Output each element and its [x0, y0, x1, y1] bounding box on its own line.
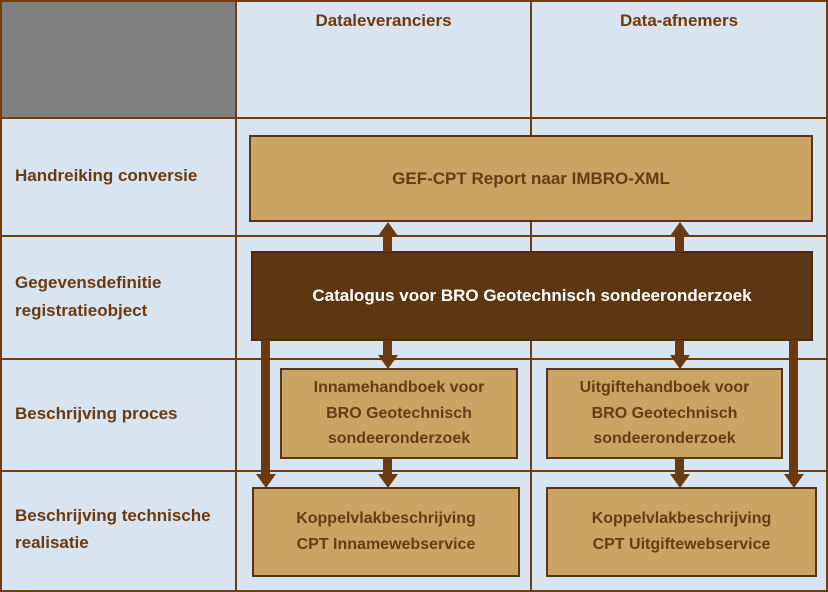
arrow-shaft [383, 234, 392, 252]
arrow-head-icon [670, 222, 690, 236]
arrow-head-icon [670, 355, 690, 369]
arrow-up-catalogus-to-conversie-left [378, 222, 398, 252]
arrow-head-icon [378, 474, 398, 488]
grid-line-horizontal-4 [2, 470, 826, 472]
box-catalogus: Catalogus voor BRO Geotechnisch sondeero… [251, 251, 813, 341]
column-header-data-afnemers: Data-afnemers [619, 11, 739, 30]
arrow-down-uitgiftehandboek-to-koppelvlak [670, 458, 690, 488]
row-label-handreiking-conversie: Handreiking conversie [15, 166, 198, 186]
arrow-down-catalogus-to-koppelvlak-uitgifte [784, 340, 804, 488]
column-header-dataleveranciers: Dataleveranciers [315, 11, 452, 30]
arrow-head-icon [378, 355, 398, 369]
arrow-head-icon [784, 474, 804, 488]
box-koppelvlak-inname: Koppelvlakbeschrijving CPT Innamewebserv… [252, 487, 520, 577]
grid-line-horizontal-3 [2, 358, 826, 360]
grid-line-vertical-1 [235, 2, 237, 590]
arrow-shaft [261, 340, 270, 476]
box-koppelvlak-uitgifte: Koppelvlakbeschrijving CPT Uitgiftewebse… [546, 487, 817, 577]
arrow-down-catalogus-to-innamehandboek [378, 340, 398, 369]
arrow-shaft [383, 340, 392, 357]
corner-cell [2, 2, 236, 117]
box-gef-cpt-conversie: GEF-CPT Report naar IMBRO-XML [249, 135, 813, 222]
grid-line-horizontal-1 [2, 117, 826, 119]
arrow-shaft [675, 340, 684, 357]
box-uitgiftehandboek: Uitgiftehandboek voor BRO Geotechnisch s… [546, 368, 783, 459]
arrow-shaft [675, 458, 684, 476]
arrow-head-icon [670, 474, 690, 488]
row-label-beschrijving-proces: Beschrijving proces [15, 404, 178, 424]
arrow-up-catalogus-to-conversie-right [670, 222, 690, 252]
arrow-down-catalogus-to-uitgiftehandboek [670, 340, 690, 369]
row-label-beschrijving-technische-realisatie: Beschrijving technische realisatie [15, 505, 211, 552]
arrow-down-innamehandboek-to-koppelvlak [378, 458, 398, 488]
arrow-head-icon [378, 222, 398, 236]
box-innamehandboek: Innamehandboek voor BRO Geotechnisch son… [280, 368, 518, 459]
row-label-gegevensdefinitie-registratieobject: Gegevensdefinitie registratieobject [15, 273, 162, 320]
arrow-down-catalogus-to-koppelvlak-inname [256, 340, 276, 488]
arrow-shaft [789, 340, 798, 476]
arrow-shaft [383, 458, 392, 476]
grid-line-horizontal-2 [2, 235, 826, 237]
arrow-shaft [675, 234, 684, 252]
arrow-head-icon [256, 474, 276, 488]
